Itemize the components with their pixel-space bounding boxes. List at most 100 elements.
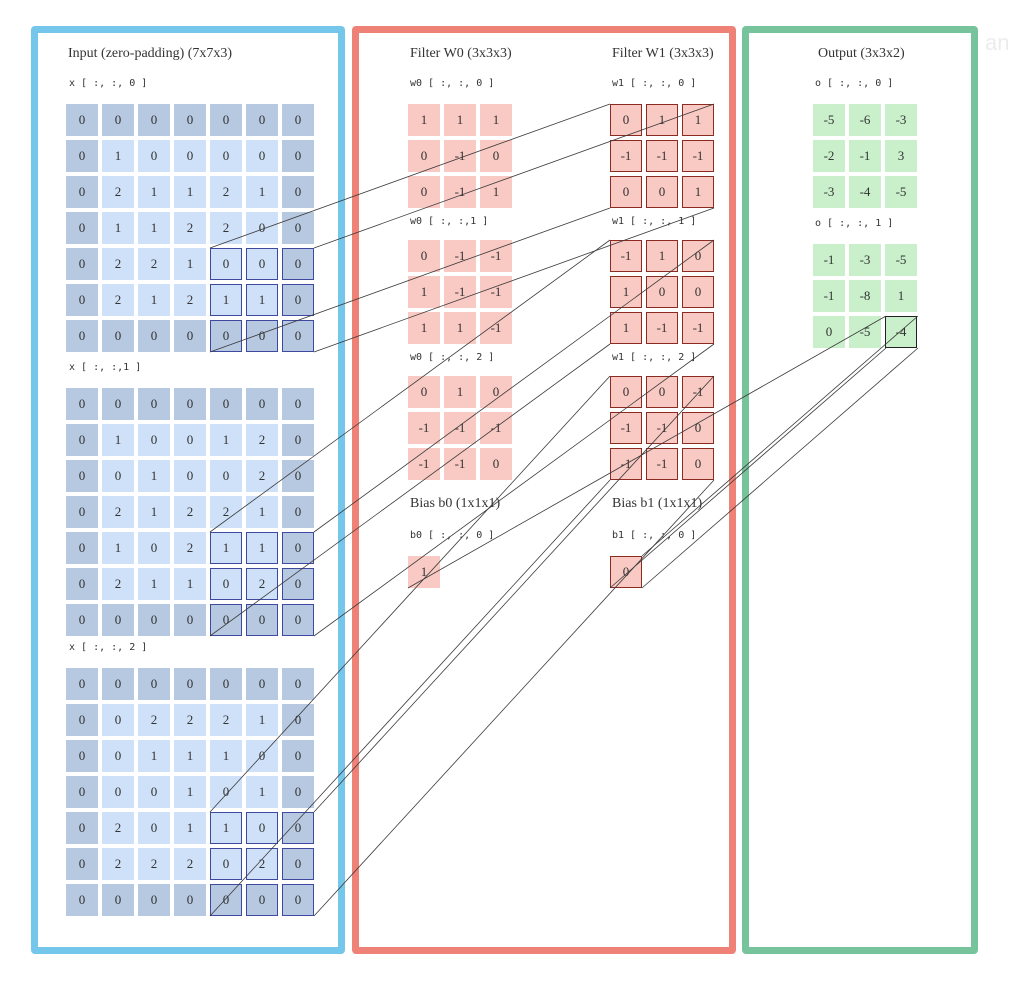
w0-cell: -1 — [444, 240, 476, 272]
w0-cell: 0 — [480, 448, 512, 480]
w0-cell: 0 — [408, 240, 440, 272]
input-cell: 1 — [102, 532, 134, 564]
input-title: Input (zero-padding) (7x7x3) — [68, 46, 233, 61]
input-cell: 0 — [66, 140, 98, 172]
output-cell: -5 — [885, 176, 917, 208]
bias-b1-label: b1 [ :, :, 0 ] — [612, 530, 697, 541]
input-cell: 1 — [174, 812, 206, 844]
input-cell: 0 — [246, 812, 278, 844]
output-cell: -4 — [849, 176, 881, 208]
input-cell: 1 — [138, 176, 170, 208]
input-cell: 1 — [246, 532, 278, 564]
input-cell: 0 — [282, 424, 314, 456]
input-channel-1-label: x [ :, :,1 ] — [69, 362, 142, 373]
input-cell: 1 — [138, 212, 170, 244]
output-slice-1-label: o [ :, :, 1 ] — [815, 218, 894, 229]
output-cell: -4 — [885, 316, 917, 348]
w0-cell: -1 — [408, 448, 440, 480]
w0-cell: -1 — [480, 240, 512, 272]
input-cell: 1 — [246, 496, 278, 528]
output-cell: -5 — [885, 244, 917, 276]
input-cell: 2 — [246, 848, 278, 880]
input-cell: 0 — [138, 776, 170, 808]
w0-slice-2-label: w0 [ :, :, 2 ] — [410, 352, 495, 363]
input-cell: 1 — [174, 568, 206, 600]
input-cell: 1 — [210, 532, 242, 564]
w0-cell: 1 — [408, 312, 440, 344]
input-cell: 0 — [138, 320, 170, 352]
input-cell: 2 — [210, 212, 242, 244]
input-cell: 0 — [210, 104, 242, 136]
w1-cell: 0 — [682, 276, 714, 308]
input-cell: 2 — [174, 284, 206, 316]
input-cell: 0 — [66, 320, 98, 352]
input-cell: 0 — [282, 812, 314, 844]
input-cell: 0 — [66, 776, 98, 808]
input-cell: 2 — [174, 212, 206, 244]
input-cell: 0 — [102, 604, 134, 636]
input-cell: 0 — [102, 740, 134, 772]
input-cell: 0 — [102, 320, 134, 352]
w0-cell: -1 — [444, 176, 476, 208]
input-cell: 2 — [246, 424, 278, 456]
input-cell: 0 — [282, 604, 314, 636]
input-cell: 2 — [210, 704, 242, 736]
input-cell: 0 — [246, 388, 278, 420]
input-cell: 0 — [66, 284, 98, 316]
input-cell: 0 — [282, 532, 314, 564]
input-cell: 1 — [138, 460, 170, 492]
w0-cell: -1 — [480, 276, 512, 308]
w0-cell: -1 — [480, 412, 512, 444]
input-cell: 0 — [138, 140, 170, 172]
input-cell: 0 — [246, 104, 278, 136]
w1-cell: 1 — [646, 240, 678, 272]
input-cell: 2 — [246, 568, 278, 600]
input-cell: 0 — [246, 884, 278, 916]
input-cell: 0 — [282, 740, 314, 772]
input-cell: 0 — [282, 776, 314, 808]
input-cell: 0 — [210, 848, 242, 880]
input-cell: 0 — [246, 740, 278, 772]
input-cell: 0 — [174, 140, 206, 172]
input-cell: 0 — [102, 704, 134, 736]
w1-cell: 0 — [646, 376, 678, 408]
input-cell: 0 — [102, 104, 134, 136]
input-cell: 0 — [138, 104, 170, 136]
input-cell: 0 — [174, 668, 206, 700]
w1-cell: -1 — [646, 448, 678, 480]
w1-cell: 0 — [646, 276, 678, 308]
w0-slice-0-label: w0 [ :, :, 0 ] — [410, 78, 495, 89]
output-cell: 3 — [885, 140, 917, 172]
w1-cell: -1 — [610, 140, 642, 172]
input-cell: 1 — [246, 704, 278, 736]
w1-cell: 0 — [610, 104, 642, 136]
output-cell: -5 — [813, 104, 845, 136]
output-cell: -3 — [849, 244, 881, 276]
input-cell: 1 — [102, 212, 134, 244]
w0-slice-1-label: w0 [ :, :,1 ] — [410, 216, 489, 227]
input-cell: 0 — [138, 604, 170, 636]
w0-cell: -1 — [444, 448, 476, 480]
w1-cell: 0 — [682, 448, 714, 480]
w0-cell: 1 — [480, 104, 512, 136]
input-cell: 0 — [210, 776, 242, 808]
input-cell: 0 — [210, 140, 242, 172]
input-cell: 0 — [66, 176, 98, 208]
w0-cell: -1 — [444, 276, 476, 308]
w0-cell: 1 — [408, 276, 440, 308]
output-cell: -5 — [849, 316, 881, 348]
input-cell: 0 — [66, 388, 98, 420]
input-cell: 0 — [282, 704, 314, 736]
w0-cell: 1 — [444, 312, 476, 344]
input-cell: 0 — [138, 532, 170, 564]
w1-cell: -1 — [646, 312, 678, 344]
input-cell: 2 — [102, 248, 134, 280]
input-cell: 1 — [210, 424, 242, 456]
input-channel-0-label: x [ :, :, 0 ] — [69, 78, 148, 89]
input-cell: 2 — [102, 176, 134, 208]
input-cell: 2 — [174, 532, 206, 564]
w1-cell: 0 — [610, 376, 642, 408]
w0-cell: 0 — [480, 140, 512, 172]
input-cell: 0 — [210, 388, 242, 420]
w0-cell: 1 — [444, 376, 476, 408]
